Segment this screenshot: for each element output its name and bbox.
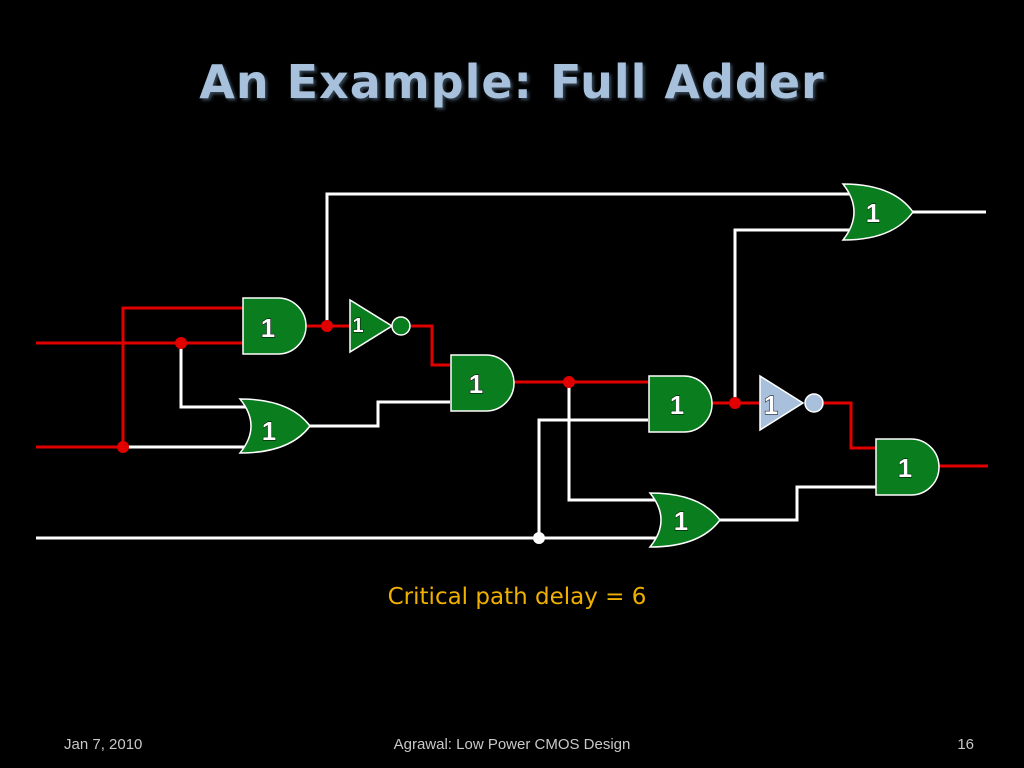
inverter-2-bubble <box>804 393 824 413</box>
junction-dot <box>175 337 187 349</box>
gate-delay-label: 1 <box>261 313 275 343</box>
wire-or3-to-and4 <box>718 485 876 522</box>
wire-and1-to-top-or <box>325 192 855 326</box>
inverter-1-bubble <box>391 316 411 336</box>
slide-title: An Example: Full Adder <box>199 55 825 109</box>
and-gate-2 <box>450 354 515 412</box>
or-gate-3 <box>648 492 721 548</box>
junction-dot <box>533 532 545 544</box>
critical-wire-inv2-to-and4 <box>824 401 876 450</box>
inverter-1 <box>349 298 394 354</box>
gate-delay-label: 1 <box>469 369 483 399</box>
inverter-2 <box>759 374 805 432</box>
critical-path-caption: Critical path delay = 6 <box>387 584 647 610</box>
wire-or1-to-and2 <box>307 400 450 428</box>
or-gate-1 <box>238 398 311 454</box>
gate-delay-label: 1 <box>670 390 684 420</box>
footer-title: Agrawal: Low Power CMOS Design <box>393 736 631 753</box>
gate-delay-label: 1 <box>764 390 778 420</box>
wire-and3-to-top-or <box>733 228 855 403</box>
gate-delay-label: 1 <box>262 416 276 446</box>
junction-dot <box>117 441 129 453</box>
critical-wire-inputB-up <box>121 306 243 447</box>
footer-date: Jan 7, 2010 <box>64 736 143 753</box>
junction-dot <box>729 397 741 409</box>
and-gate-3 <box>648 375 713 433</box>
and-gate-1 <box>242 297 307 355</box>
gate-delay-label: 1 <box>352 315 363 337</box>
wire-and2-to-or3 <box>567 382 657 502</box>
or-gate-top <box>841 183 914 241</box>
critical-wire-inv1-to-and2 <box>411 324 450 367</box>
wire-inputA-to-or1 <box>179 343 250 409</box>
junction-dot <box>563 376 575 388</box>
gate-delay-label: 1 <box>898 453 912 483</box>
gate-delay-label: 1 <box>866 198 880 228</box>
gate-delay-label: 1 <box>674 506 688 536</box>
wire-inputC-to-and3 <box>537 418 648 538</box>
junction-dot <box>321 320 333 332</box>
footer-page-number: 16 <box>957 736 974 753</box>
and-gate-4 <box>875 438 940 496</box>
